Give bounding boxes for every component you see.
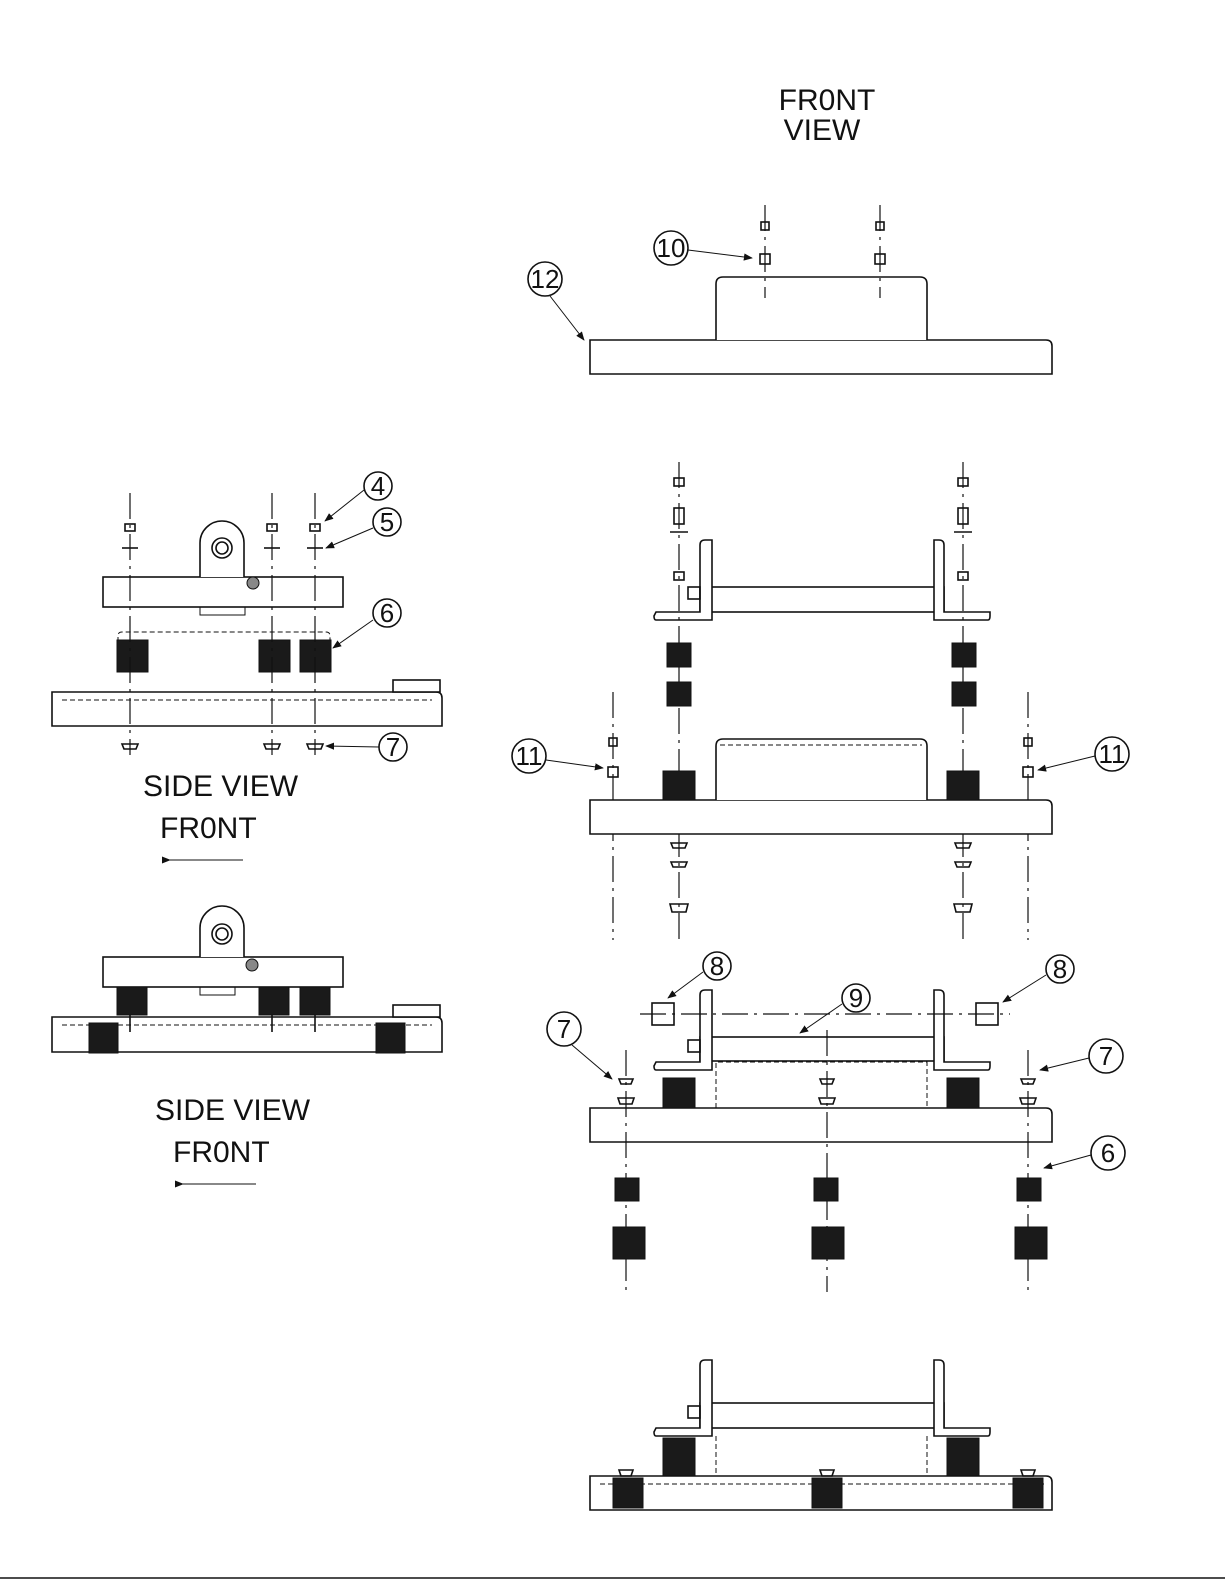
base-plate-top-part [590,205,1052,374]
callout-10: 10 [654,231,752,265]
front-label-1: FR0NT [160,812,257,845]
front-view-title: FR0NT VIEW [779,84,876,147]
callout-7-left-text: 7 [557,1014,571,1044]
front-view-exploded-upper [613,462,1028,940]
side-view-label-1: SIDE VIEW [143,770,299,803]
front-view-assembled [590,1360,1052,1510]
callout-7-left: 7 [547,1012,612,1079]
callout-5-text: 5 [380,507,394,537]
callout-9: 9 [800,983,870,1033]
front-view-exploded-lower [590,990,1052,1292]
callout-5: 5 [326,507,401,548]
callout-11-left-text: 11 [516,741,543,771]
callout-6-front: 6 [1044,1136,1125,1170]
front-view-exploded-base [590,738,1052,912]
callout-8-right-text: 8 [1053,954,1067,984]
callout-8-left-text: 8 [710,951,724,981]
callout-7-right-text: 7 [1099,1041,1113,1071]
front-view-title-line1: FR0NT [779,84,876,117]
callout-6-side-text: 6 [380,598,394,628]
callout-7-right: 7 [1040,1039,1123,1073]
front-label-2: FR0NT [173,1136,270,1169]
callout-7-side-text: 7 [386,732,400,762]
callout-4-text: 4 [371,471,385,501]
front-view-title-line2: VIEW [784,114,861,147]
callout-12-text: 12 [531,264,560,294]
callout-6-front-text: 6 [1101,1138,1115,1168]
callout-8-left: 8 [668,951,731,998]
callout-11-right: 11 [1038,737,1129,771]
callout-11-left: 11 [512,739,603,773]
side-view-label-2: SIDE VIEW [155,1094,311,1127]
callout-7-side: 7 [326,732,407,762]
side-view-assembled [52,906,442,1053]
callout-10-text: 10 [657,233,686,263]
callout-9-text: 9 [849,983,863,1013]
callout-12: 12 [528,262,584,340]
callout-11-right-text: 11 [1099,739,1126,769]
callout-8-right: 8 [1003,954,1074,1002]
